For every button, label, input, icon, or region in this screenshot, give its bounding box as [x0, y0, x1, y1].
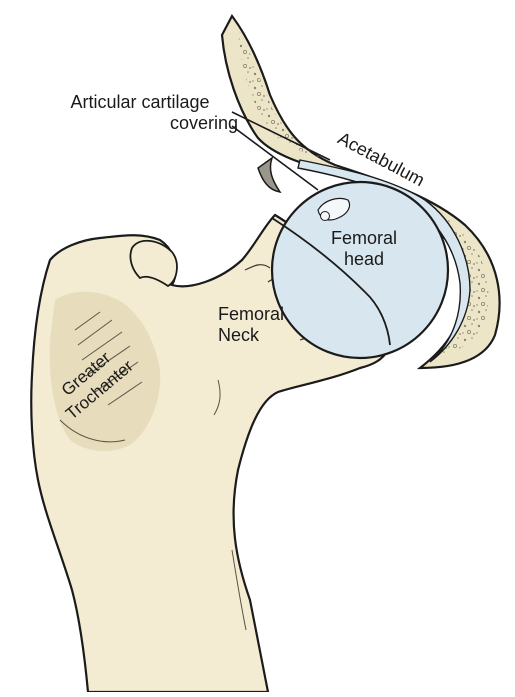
- femoral-head-fovea: [321, 212, 330, 221]
- femoral-neck-label-line2: Neck: [218, 325, 284, 346]
- femoral-head-label: Femoral head: [316, 228, 412, 270]
- articular-cartilage-label: Articular cartilage covering: [42, 92, 238, 134]
- acetabular-rim: [258, 158, 280, 192]
- femoral-neck-label: Femoral Neck: [218, 304, 284, 346]
- articular-cartilage-label-line2: covering: [42, 113, 238, 134]
- femoral-neck-label-line1: Femoral: [218, 304, 284, 325]
- articular-cartilage-label-line1: Articular cartilage: [42, 92, 238, 113]
- femoral-head-label-line1: Femoral: [316, 228, 412, 249]
- femoral-head-label-line2: head: [316, 249, 412, 270]
- femoral-head: [272, 182, 448, 358]
